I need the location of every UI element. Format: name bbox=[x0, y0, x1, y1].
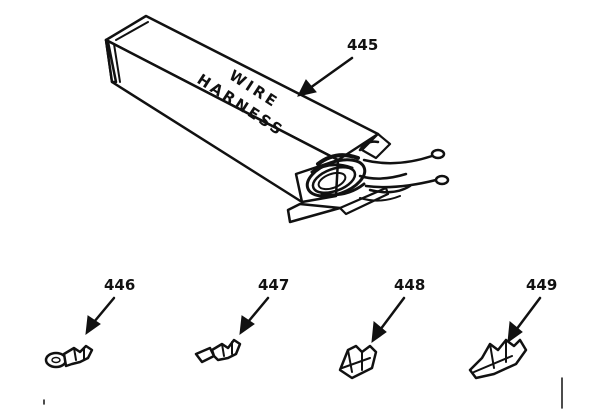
callout-449: 449 bbox=[526, 276, 557, 294]
arrow-445 bbox=[297, 56, 354, 97]
spade-terminal-447 bbox=[194, 338, 242, 364]
callout-446: 446 bbox=[104, 276, 135, 294]
quick-connect-terminal-449 bbox=[468, 338, 528, 380]
wire-leads bbox=[358, 148, 450, 202]
arrow-447 bbox=[239, 296, 270, 336]
wire-coil bbox=[305, 140, 380, 198]
callout-445: 445 bbox=[347, 36, 378, 54]
callout-447: 447 bbox=[258, 276, 289, 294]
ring-terminal-446 bbox=[44, 344, 94, 369]
quick-connect-terminal-448 bbox=[338, 344, 378, 380]
arrow-449 bbox=[507, 296, 542, 344]
arrow-446 bbox=[85, 296, 116, 336]
callout-448: 448 bbox=[394, 276, 425, 294]
arrow-448 bbox=[371, 296, 406, 344]
wire-harness-package: WIRE HARNESS bbox=[104, 14, 450, 224]
